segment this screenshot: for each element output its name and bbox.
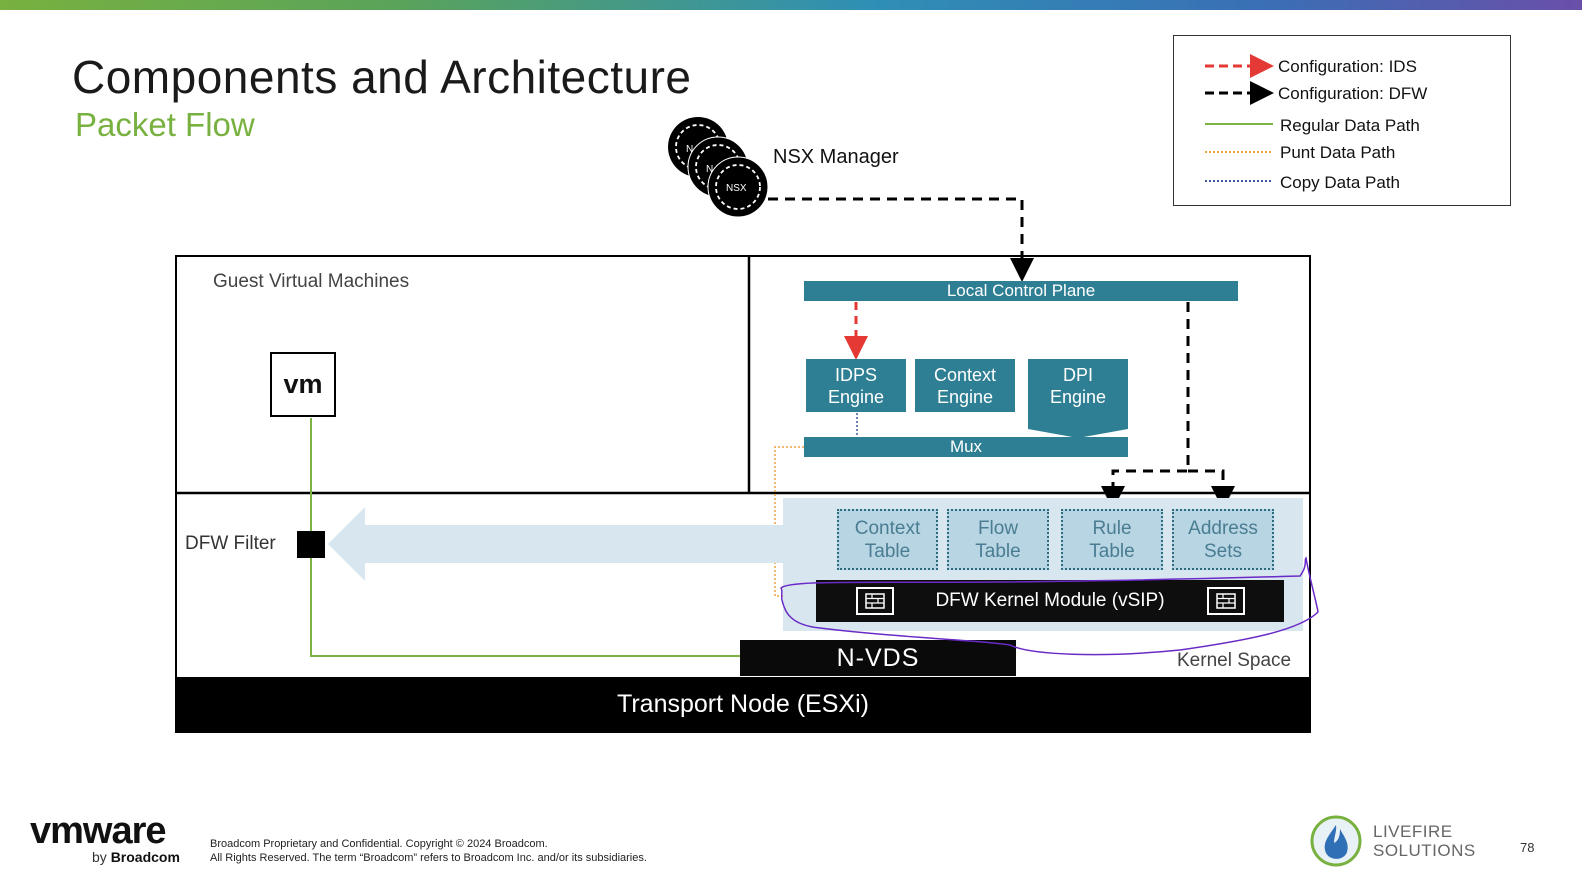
- dpi-engine: DPI Engine: [1028, 359, 1128, 413]
- regular-data-path: [310, 418, 740, 657]
- address-sets-line2: Sets: [1203, 540, 1243, 562]
- dfw-kernel-module-label: DFW Kernel Module (vSIP): [935, 590, 1165, 611]
- slide-subtitle: Packet Flow: [75, 106, 255, 143]
- legend-label-ids: Configuration: IDS: [1278, 57, 1417, 76]
- legal-line-2: All Rights Reserved. The term “Broadcom”…: [210, 852, 647, 864]
- context-engine-line2: Engine: [936, 386, 994, 407]
- livefire-line-2: SOLUTIONS: [1373, 841, 1476, 860]
- transport-node: Transport Node (ESXi): [177, 677, 1309, 731]
- dpi-engine-line2: Engine: [1049, 387, 1107, 407]
- by-text: by: [92, 849, 107, 865]
- legal-line-1: Broadcom Proprietary and Confidential. C…: [210, 838, 548, 850]
- n-vds: N-VDS: [740, 640, 1016, 676]
- nsx-node-partial-1: N: [686, 144, 693, 155]
- nsx-node-partial-2: N: [706, 164, 713, 175]
- local-control-plane: Local Control Plane: [804, 281, 1238, 301]
- firewall-icon: [1207, 587, 1245, 615]
- address-sets-line1: Address: [1188, 517, 1258, 539]
- livefire-text: LIVEFIRE SOLUTIONS: [1373, 822, 1476, 860]
- guest-vm-label: Guest Virtual Machines: [213, 271, 410, 292]
- punt-arrow-graphic: [328, 507, 785, 581]
- lcp-to-address-path: [1188, 469, 1235, 510]
- flow-table-line2: Table: [975, 540, 1021, 562]
- mux: Mux: [804, 437, 1128, 457]
- lcp-to-tables-path: [1101, 302, 1190, 510]
- dfw-filter-label: DFW Filter: [185, 533, 276, 554]
- context-engine: Context Engine: [915, 359, 1015, 412]
- slide-title: Components and Architecture: [72, 51, 692, 103]
- vm-box: vm: [270, 352, 336, 417]
- rule-table-line1: Rule: [1092, 517, 1132, 539]
- legend-label-copy: Copy Data Path: [1280, 173, 1401, 192]
- by-broadcom: by Broadcom: [92, 849, 180, 865]
- context-table-line2: Table: [864, 540, 911, 562]
- flow-table: Flow Table: [947, 509, 1049, 570]
- context-table-line1: Context: [854, 517, 921, 539]
- address-sets: Address Sets: [1172, 509, 1274, 570]
- kernel-space-label: Kernel Space: [1177, 650, 1292, 671]
- legend-label-punt: Punt Data Path: [1280, 143, 1396, 162]
- legend-label-regular: Regular Data Path: [1280, 116, 1420, 135]
- dpi-funnel-shape: [1028, 412, 1128, 438]
- idps-engine: IDPS Engine: [806, 359, 906, 412]
- vmware-logo: vmware: [30, 810, 167, 852]
- legal-text: Broadcom Proprietary and Confidential. C…: [210, 837, 647, 865]
- idps-engine-line2: Engine: [827, 386, 885, 407]
- dpi-engine-line1: DPI: [1062, 365, 1093, 385]
- context-table: Context Table: [837, 509, 938, 570]
- nsx-manager-icon: N N NSX: [668, 117, 769, 218]
- livefire-line-1: LIVEFIRE: [1373, 822, 1453, 841]
- flow-table-line1: Flow: [977, 517, 1019, 539]
- legend: [1173, 35, 1511, 206]
- page-number: 78: [1520, 840, 1535, 855]
- legend-lines: [1205, 54, 1274, 182]
- rule-table-line2: Table: [1089, 540, 1135, 562]
- nsx-node-label: NSX: [726, 183, 747, 194]
- dfw-kernel-module: DFW Kernel Module (vSIP): [816, 580, 1284, 622]
- broadcom-text: Broadcom: [110, 849, 180, 865]
- context-engine-line1: Context: [933, 364, 997, 385]
- legend-label-dfw: Configuration: DFW: [1278, 84, 1428, 103]
- nsx-manager-label: NSX Manager: [773, 146, 899, 168]
- livefire-logo-icon: [1310, 815, 1362, 867]
- rule-table: Rule Table: [1061, 509, 1163, 570]
- top-gradient-bar: [0, 0, 1582, 10]
- idps-engine-line1: IDPS: [834, 364, 877, 385]
- firewall-icon: [856, 587, 894, 615]
- dfw-filter-point: [297, 531, 325, 558]
